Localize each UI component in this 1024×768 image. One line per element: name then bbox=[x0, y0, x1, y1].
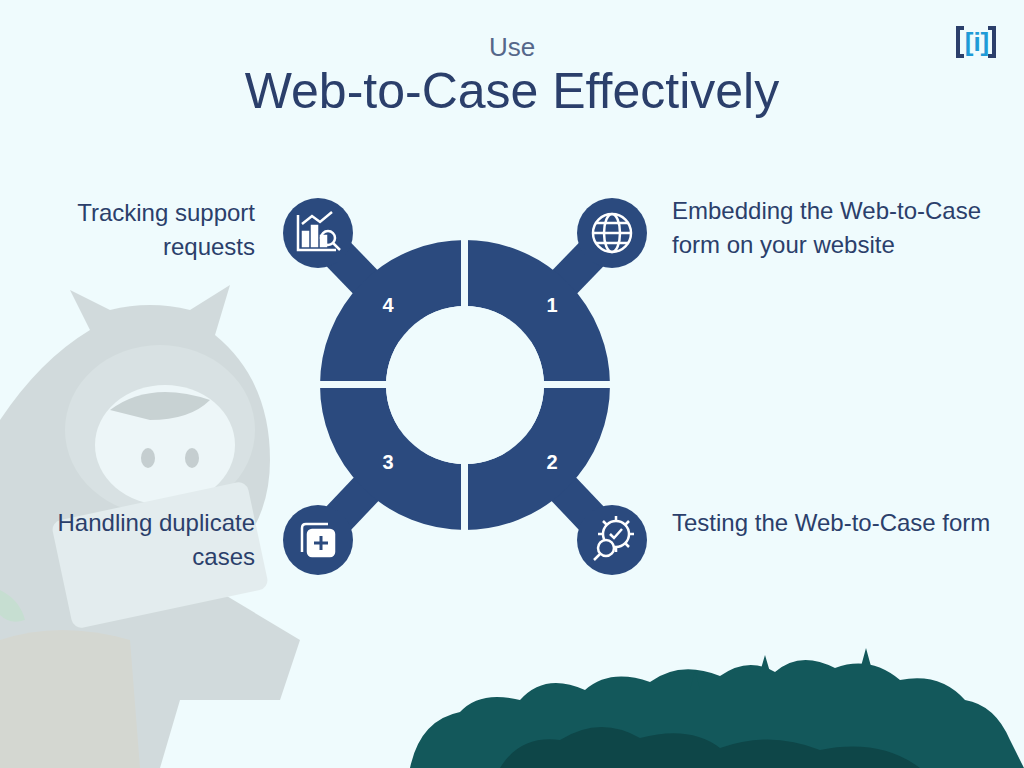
gear-check-icon bbox=[594, 516, 634, 560]
ring-segment: 4 Tracking support requests bbox=[10, 190, 465, 390]
callout-number: 1 bbox=[532, 294, 572, 317]
chart-icon bbox=[298, 212, 340, 250]
tree-line bbox=[410, 648, 1024, 768]
callout-number: 3 bbox=[368, 451, 408, 474]
step-description: Embedding the Web-to-Case form on your w… bbox=[672, 194, 1012, 262]
step-description: Testing the Web-to-Case form bbox=[672, 506, 1012, 540]
step-description: Tracking support requests bbox=[15, 196, 255, 264]
duplicate-icon bbox=[302, 524, 334, 556]
globe-icon bbox=[593, 214, 631, 252]
mascot-illustration bbox=[0, 285, 300, 768]
logo-text: [i] bbox=[962, 26, 992, 58]
ring-segment: 2Testing the Web-to-Case form bbox=[465, 385, 1010, 575]
ring-segment: 1 Embedding the Web-to-Case form on your … bbox=[465, 190, 1010, 390]
subtitle: Use bbox=[0, 32, 1024, 63]
step-description: Handling duplicate cases bbox=[15, 506, 255, 574]
callout-number: 2 bbox=[532, 451, 572, 474]
ring-diagram bbox=[283, 198, 647, 575]
callout-number: 4 bbox=[368, 294, 408, 317]
ring-segment: 3Handling duplicate cases bbox=[10, 385, 465, 575]
main-title: Web-to-Case Effectively bbox=[0, 62, 1024, 120]
